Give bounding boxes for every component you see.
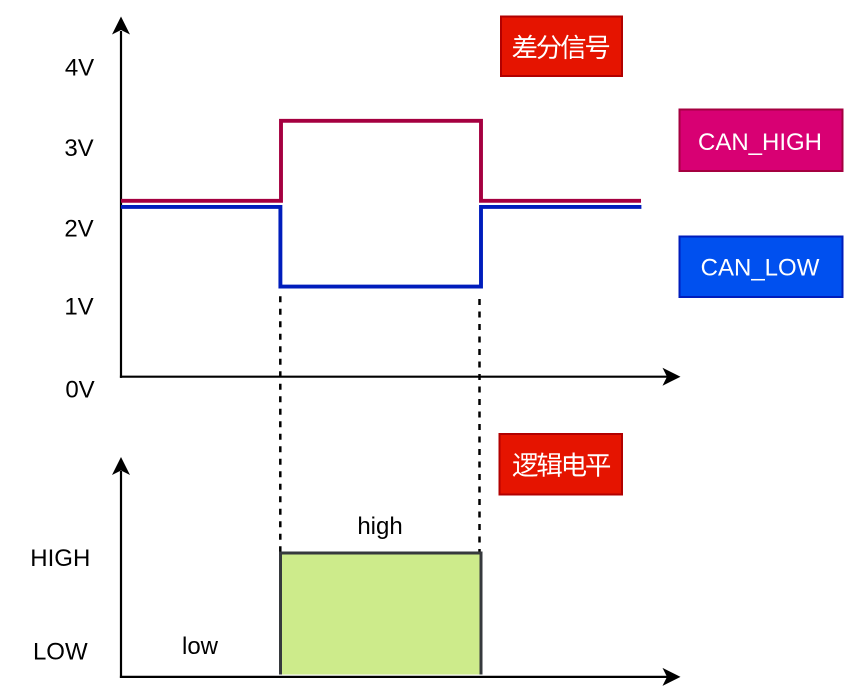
svg-text:low: low bbox=[182, 633, 219, 660]
svg-text:CAN_HIGH: CAN_HIGH bbox=[698, 129, 822, 156]
svg-text:CAN_LOW: CAN_LOW bbox=[701, 255, 820, 282]
svg-text:HIGH: HIGH bbox=[30, 545, 90, 572]
svg-text:0V: 0V bbox=[65, 377, 94, 404]
svg-text:LOW: LOW bbox=[33, 639, 88, 666]
svg-text:2V: 2V bbox=[64, 216, 93, 243]
svg-text:1V: 1V bbox=[64, 294, 93, 321]
svg-text:3V: 3V bbox=[64, 135, 93, 162]
svg-text:4V: 4V bbox=[65, 55, 94, 82]
svg-text:high: high bbox=[357, 513, 402, 540]
